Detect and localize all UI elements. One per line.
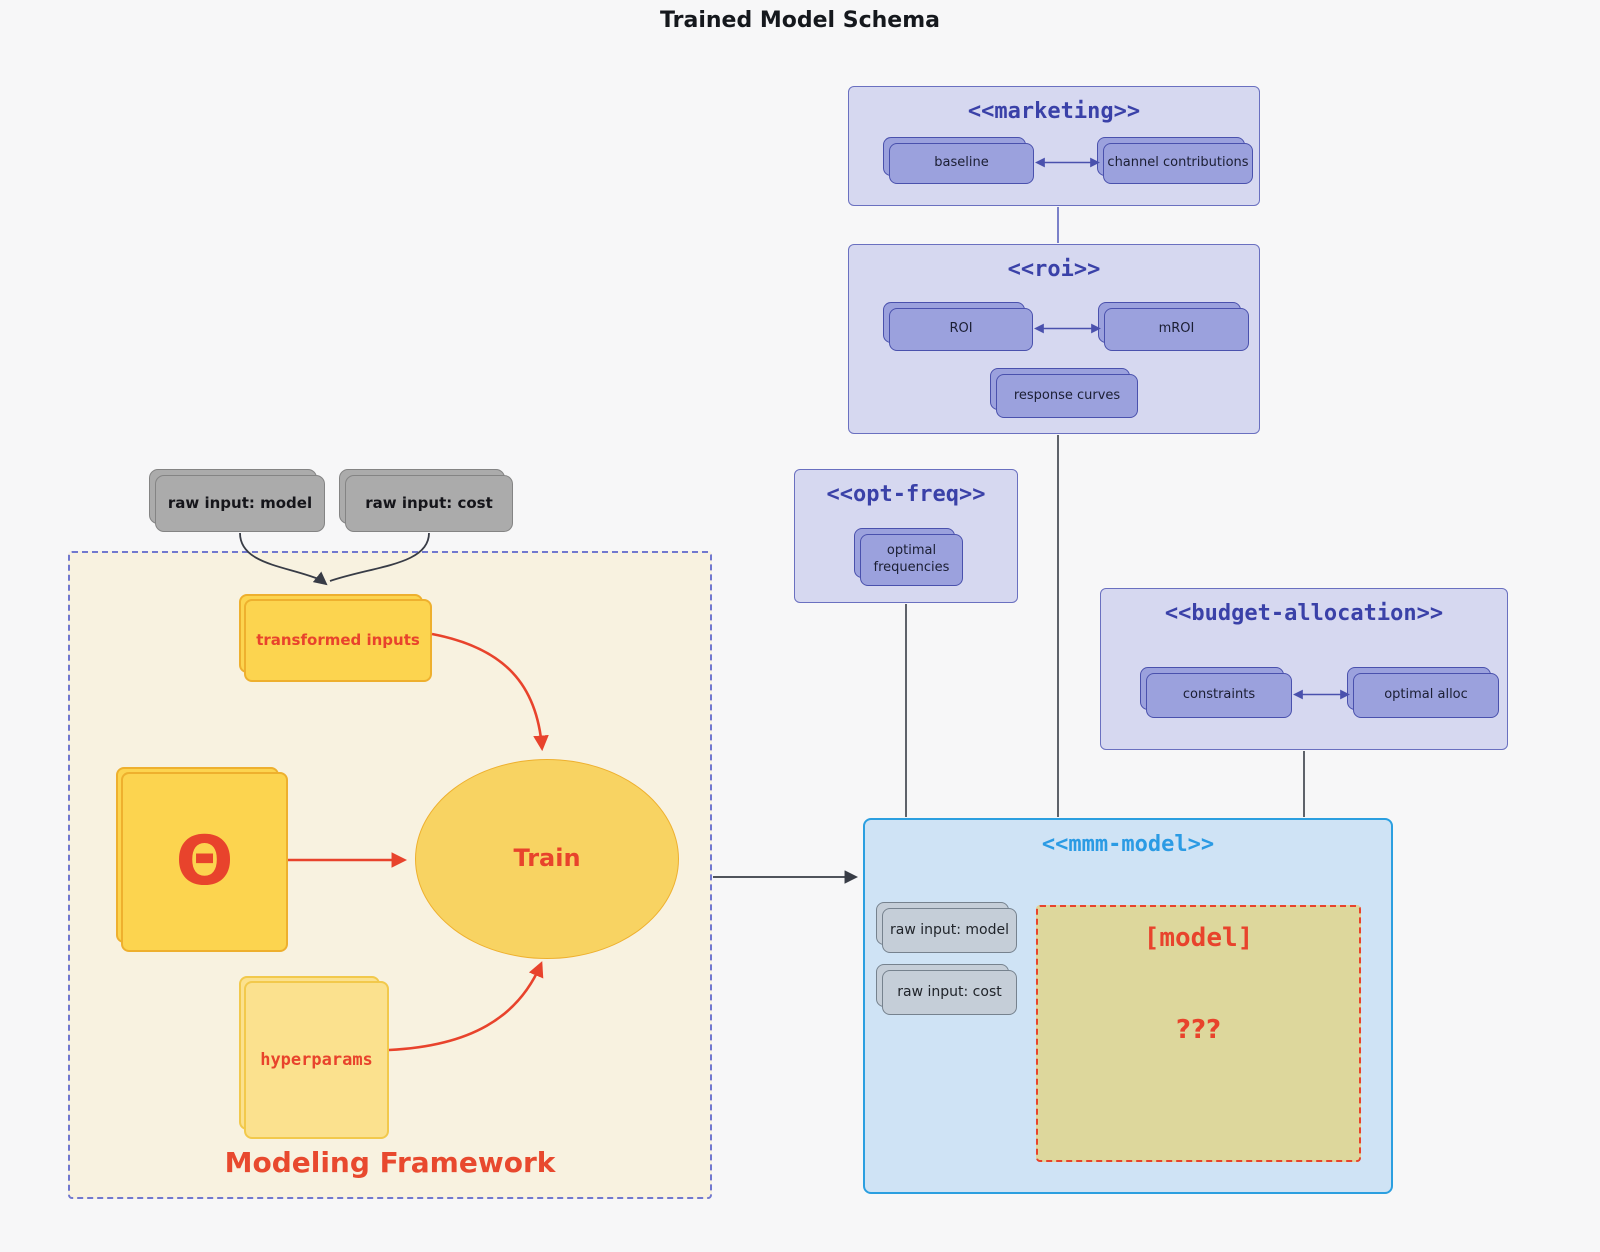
package-roi-title: <<roi>> <box>1007 257 1101 282</box>
model-placeholder-label: [model] <box>1143 923 1254 953</box>
node-mmm-raw-input-cost: raw input: cost <box>876 964 1017 1015</box>
package-mmm-model-title: <<mmm-model>> <box>1041 832 1215 857</box>
node-raw-input-model: raw input: model <box>149 469 325 532</box>
package-marketing: <<marketing>> baseline channel contribut… <box>848 86 1260 206</box>
node-train-label: Train <box>513 844 581 873</box>
node-raw-input-model-label: raw input: model <box>167 493 313 512</box>
node-mmm-raw-input-model: raw input: model <box>876 902 1017 953</box>
subgraph-modeling-framework: transformed inputs Θ Train hyperparams M… <box>68 551 712 1199</box>
modeling-framework-label: Modeling Framework <box>224 1146 556 1179</box>
node-transformed-inputs: transformed inputs <box>239 594 432 682</box>
model-placeholder-unknown: ??? <box>1175 1015 1222 1045</box>
node-raw-input-cost-label: raw input: cost <box>365 493 493 512</box>
theta-symbol: Θ <box>175 821 234 901</box>
node-hyperparams-label: hyperparams <box>260 1049 373 1070</box>
node-baseline: baseline <box>883 137 1034 184</box>
diagram-title: Trained Model Schema <box>660 8 940 33</box>
package-budget-allocation-title: <<budget-allocation>> <box>1164 601 1444 626</box>
node-train: Train <box>415 759 679 959</box>
node-raw-input-cost: raw input: cost <box>339 469 513 532</box>
node-channel-contributions-label: channel contributions <box>1107 155 1249 171</box>
node-channel-contributions: channel contributions <box>1097 137 1253 184</box>
node-hyperparams: hyperparams <box>239 976 389 1139</box>
node-baseline-label: baseline <box>934 155 989 171</box>
node-roi: ROI <box>883 302 1033 351</box>
node-optimal-frequencies-label: optimal frequencies <box>873 543 950 575</box>
node-theta: Θ <box>116 767 288 952</box>
node-mroi: mROI <box>1098 302 1249 351</box>
node-optimal-frequencies: optimal frequencies <box>854 528 963 586</box>
node-model-placeholder: [model] ??? <box>1036 905 1361 1162</box>
package-budget-allocation: <<budget-allocation>> constraints optima… <box>1100 588 1508 750</box>
package-roi: <<roi>> ROI mROI response curves <box>848 244 1260 434</box>
node-transformed-inputs-label: transformed inputs <box>256 630 420 649</box>
node-optimal-alloc-label: optimal alloc <box>1384 687 1468 703</box>
package-marketing-title: <<marketing>> <box>967 99 1141 124</box>
package-opt-freq-title: <<opt-freq>> <box>826 482 986 507</box>
node-constraints: constraints <box>1140 667 1292 718</box>
package-mmm-model: <<mmm-model>> raw input: model raw input… <box>863 818 1393 1194</box>
node-response-curves: response curves <box>990 368 1138 418</box>
node-mroi-label: mROI <box>1158 321 1195 337</box>
node-response-curves-label: response curves <box>1013 387 1121 403</box>
node-mmm-raw-input-model-label: raw input: model <box>889 922 1009 939</box>
package-opt-freq: <<opt-freq>> optimal frequencies <box>794 469 1018 603</box>
node-optimal-alloc: optimal alloc <box>1347 667 1499 718</box>
node-mmm-raw-input-cost-label: raw input: cost <box>897 984 1002 1001</box>
node-roi-label: ROI <box>949 321 973 337</box>
node-constraints-label: constraints <box>1182 687 1256 703</box>
